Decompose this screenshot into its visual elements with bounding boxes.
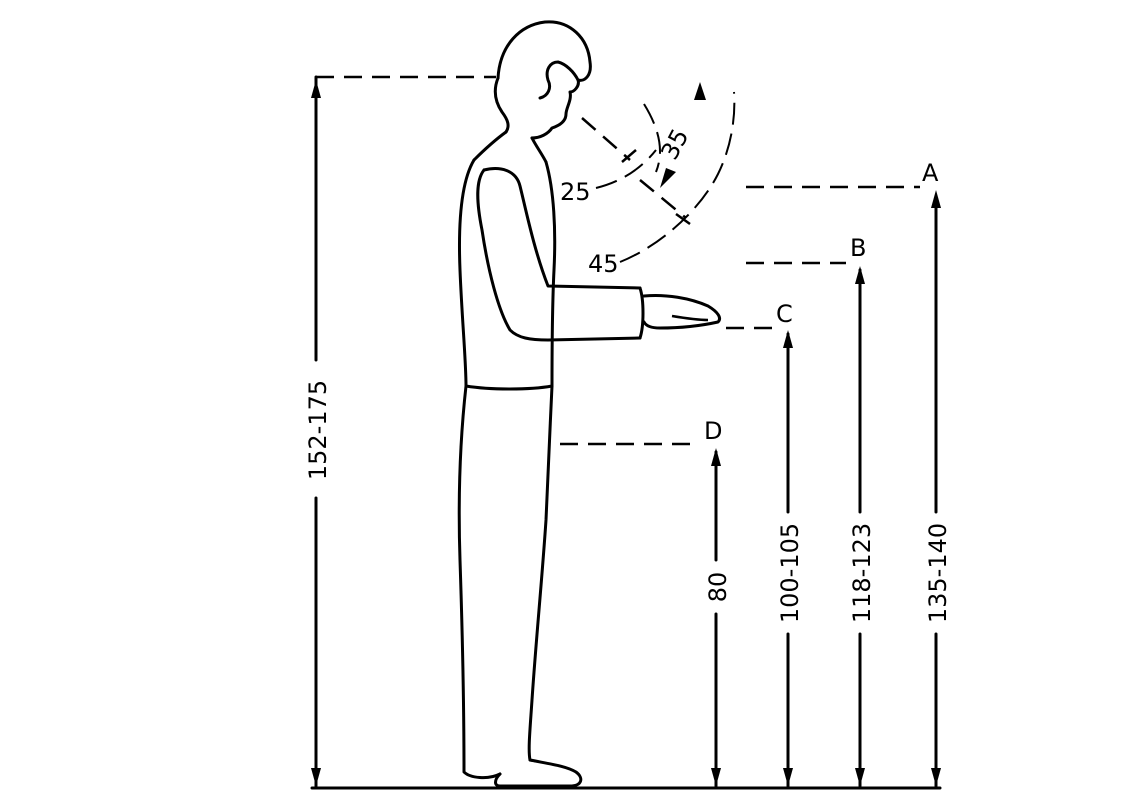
neck-back (493, 76, 510, 134)
arrow-up-35 (694, 82, 706, 100)
angle-45-label: 45 (588, 250, 619, 278)
level-b: B 118-123 (746, 234, 876, 788)
upper-arm-front (482, 167, 642, 290)
shoe (494, 758, 583, 788)
arc-25 (595, 149, 657, 189)
angle-35-label: 35 (655, 124, 694, 164)
level-b-value: 118-123 (848, 523, 876, 623)
level-b-arrow-bottom (855, 768, 865, 786)
arc-inner (643, 103, 661, 173)
level-d-arrow-bottom (711, 768, 721, 786)
level-c-arrow-top (783, 330, 793, 348)
level-d-arrow-top (711, 448, 721, 466)
level-d: D 80 (560, 417, 732, 788)
face-profile (530, 78, 580, 140)
level-a-arrow-top (931, 190, 941, 208)
level-d-value: 80 (704, 572, 732, 603)
waistband (464, 384, 554, 391)
level-c-value: 100-105 (776, 523, 804, 623)
torso-front (544, 160, 557, 388)
angle-25-label: 25 (560, 178, 591, 206)
sight-tick-45 (675, 212, 691, 226)
upper-arm-back (476, 168, 642, 342)
level-a-letter: A (922, 159, 939, 187)
leg-front (527, 384, 554, 762)
collar-back (472, 130, 508, 162)
sight-tick-25 (621, 149, 637, 163)
standing-person-figure (457, 20, 722, 788)
level-c: C 100-105 (726, 300, 804, 788)
total-height-value: 152-175 (304, 380, 332, 480)
level-b-arrow-top (855, 266, 865, 284)
level-b-letter: B (850, 234, 866, 262)
sleeve-cuff (638, 286, 645, 340)
level-a-arrow-bottom (931, 768, 941, 786)
leg-back (457, 384, 502, 780)
sight-line-top (581, 117, 631, 161)
torso-back (458, 158, 476, 388)
collar-front (530, 136, 548, 164)
total-height-dimension: 152-175 (304, 75, 496, 788)
arrow-down-35 (660, 168, 676, 188)
level-d-letter: D (704, 417, 722, 445)
level-c-letter: C (776, 300, 793, 328)
hand-finger-line (671, 314, 709, 322)
level-a-value: 135-140 (924, 523, 952, 623)
level-c-arrow-bottom (783, 768, 793, 786)
sight-line-35 (639, 179, 687, 219)
level-a: A 135-140 (746, 159, 952, 788)
view-angles: 25 35 45 (560, 82, 736, 278)
hand (642, 294, 722, 330)
arc-45 (619, 91, 736, 263)
total-height-arrow-top (311, 80, 321, 98)
total-height-arrow-bottom (311, 768, 321, 786)
